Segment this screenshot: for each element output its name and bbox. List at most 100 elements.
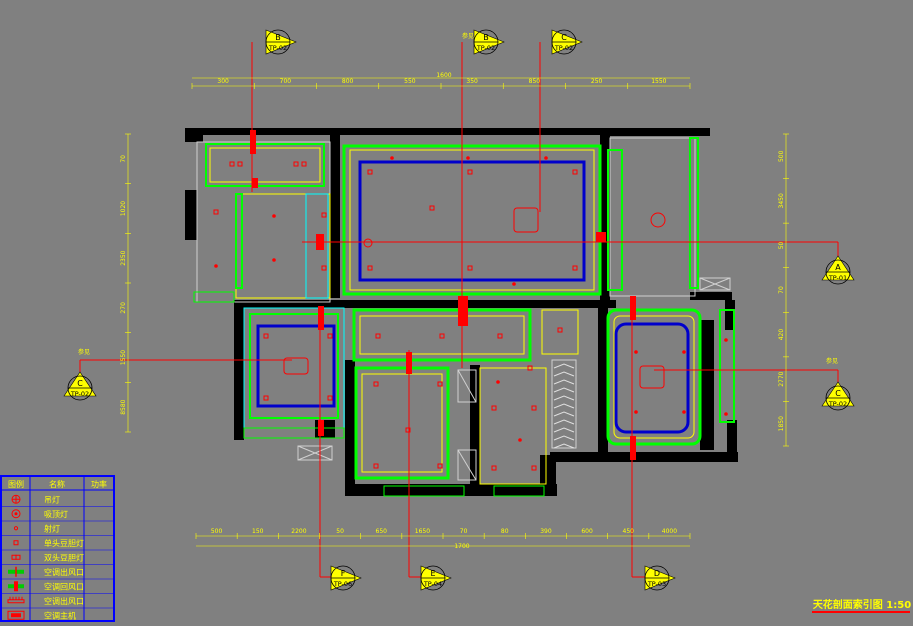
index-tag-sheet: TP-02 [554,44,573,52]
index-tag: CTP-02 [63,371,97,401]
section-cut-mark [596,232,606,242]
wall [540,455,556,495]
downlight [437,381,443,387]
index-tag: DTP-03 [644,565,676,591]
downlight [531,465,537,471]
downlight [512,282,516,286]
downlight [544,156,548,160]
downlight [367,169,373,175]
downlight [437,463,443,469]
section-cut-mark [318,420,324,436]
stair-step [553,427,575,433]
dimension-label: 1550 [120,350,127,365]
index-tag: BTP-02 [265,29,297,55]
section-cut-mark [406,352,412,374]
dimension-label: 50 [336,528,344,535]
single-spotlight-icon [13,540,19,546]
downlight [531,405,537,411]
downlight [293,161,299,167]
ac-unit-icon [7,610,25,620]
downlights [213,156,728,471]
ac-outlet-alt-icon [7,596,25,604]
downlight [373,381,379,387]
downlight [572,265,578,271]
stair-outline [551,359,577,449]
wall [727,420,737,462]
ceiling-green [193,291,235,303]
ceiling-lamp [650,212,666,228]
shaft [457,449,477,481]
index-tag-sheet: TP-01 [828,274,847,282]
section-cut-mark [630,296,636,320]
downlight [467,169,473,175]
index-tag-letter: C [561,33,567,42]
index-tag-letter: C [835,389,841,398]
dimension-label: 270 [120,302,127,314]
section-cut-mark [250,130,256,154]
dimension-label: 250 [591,78,603,85]
ceiling-yellow [541,309,579,355]
ceiling-green [383,485,465,497]
index-tag: C TP-02 [551,29,583,55]
index-tag-sheet: TP-02 [476,44,495,52]
ceiling-green [719,309,735,423]
index-tag-letter: F [341,569,346,578]
tag-note: 参见 [462,32,474,40]
ceiling-green [689,137,699,289]
dimension-label: 550 [404,78,416,85]
index-tag: C TP-02 [821,381,855,411]
dimension-label: 350 [466,78,478,85]
index-tag-letter: D [654,569,660,578]
living-ceiling-blue [358,160,586,282]
downlight [237,161,243,167]
downlight [390,156,394,160]
index-tag-sheet: TP-06 [333,580,352,588]
dimension-overall: 1700 [454,543,469,550]
stair-step [553,387,575,393]
wall [598,305,608,455]
wall [236,300,616,308]
downlight [301,161,307,167]
ac-unit-cross [699,277,731,291]
stair-step [553,403,575,409]
downlight [496,380,500,384]
downlight [466,156,470,160]
downlight [373,463,379,469]
downlight [497,333,503,339]
legend-header: 图例 [8,479,24,489]
index-tag-letter: E [430,569,435,578]
legend-item-name: 空调回风口 [44,581,84,591]
legend-item-name: 双头豆胆灯 [44,552,84,562]
index-tag-sheet: TP-02 [828,400,847,408]
ceiling-green [354,366,450,480]
ac-unit-marker [283,357,309,375]
index-tag: BTP-02 [473,29,505,55]
stair-step [553,371,575,377]
dimension-label: 2350 [120,250,127,265]
legend-item-name: 单头豆胆灯 [44,538,84,548]
downlight [634,410,638,414]
downlight-icon [13,526,19,531]
index-tag-sheet: TP-04 [423,580,442,588]
downlight [321,265,327,271]
ac-unit-cross [297,445,333,461]
ceiling-yellow [479,367,547,485]
downlight [572,169,578,175]
downlight [439,333,445,339]
stair-step [553,435,575,441]
living-ceiling-green [342,144,602,296]
downlight [634,350,638,354]
downlight [491,465,497,471]
downlight [327,395,333,401]
downlight [263,333,269,339]
downlight [724,412,728,416]
wall [185,190,197,240]
stairs [553,363,575,449]
dimension-label: 450 [623,528,635,535]
room-outline [609,137,696,297]
ceiling-green [352,308,532,362]
ac-return-icon [8,581,24,592]
index-tag-arrow [63,371,97,397]
wall [610,128,710,136]
